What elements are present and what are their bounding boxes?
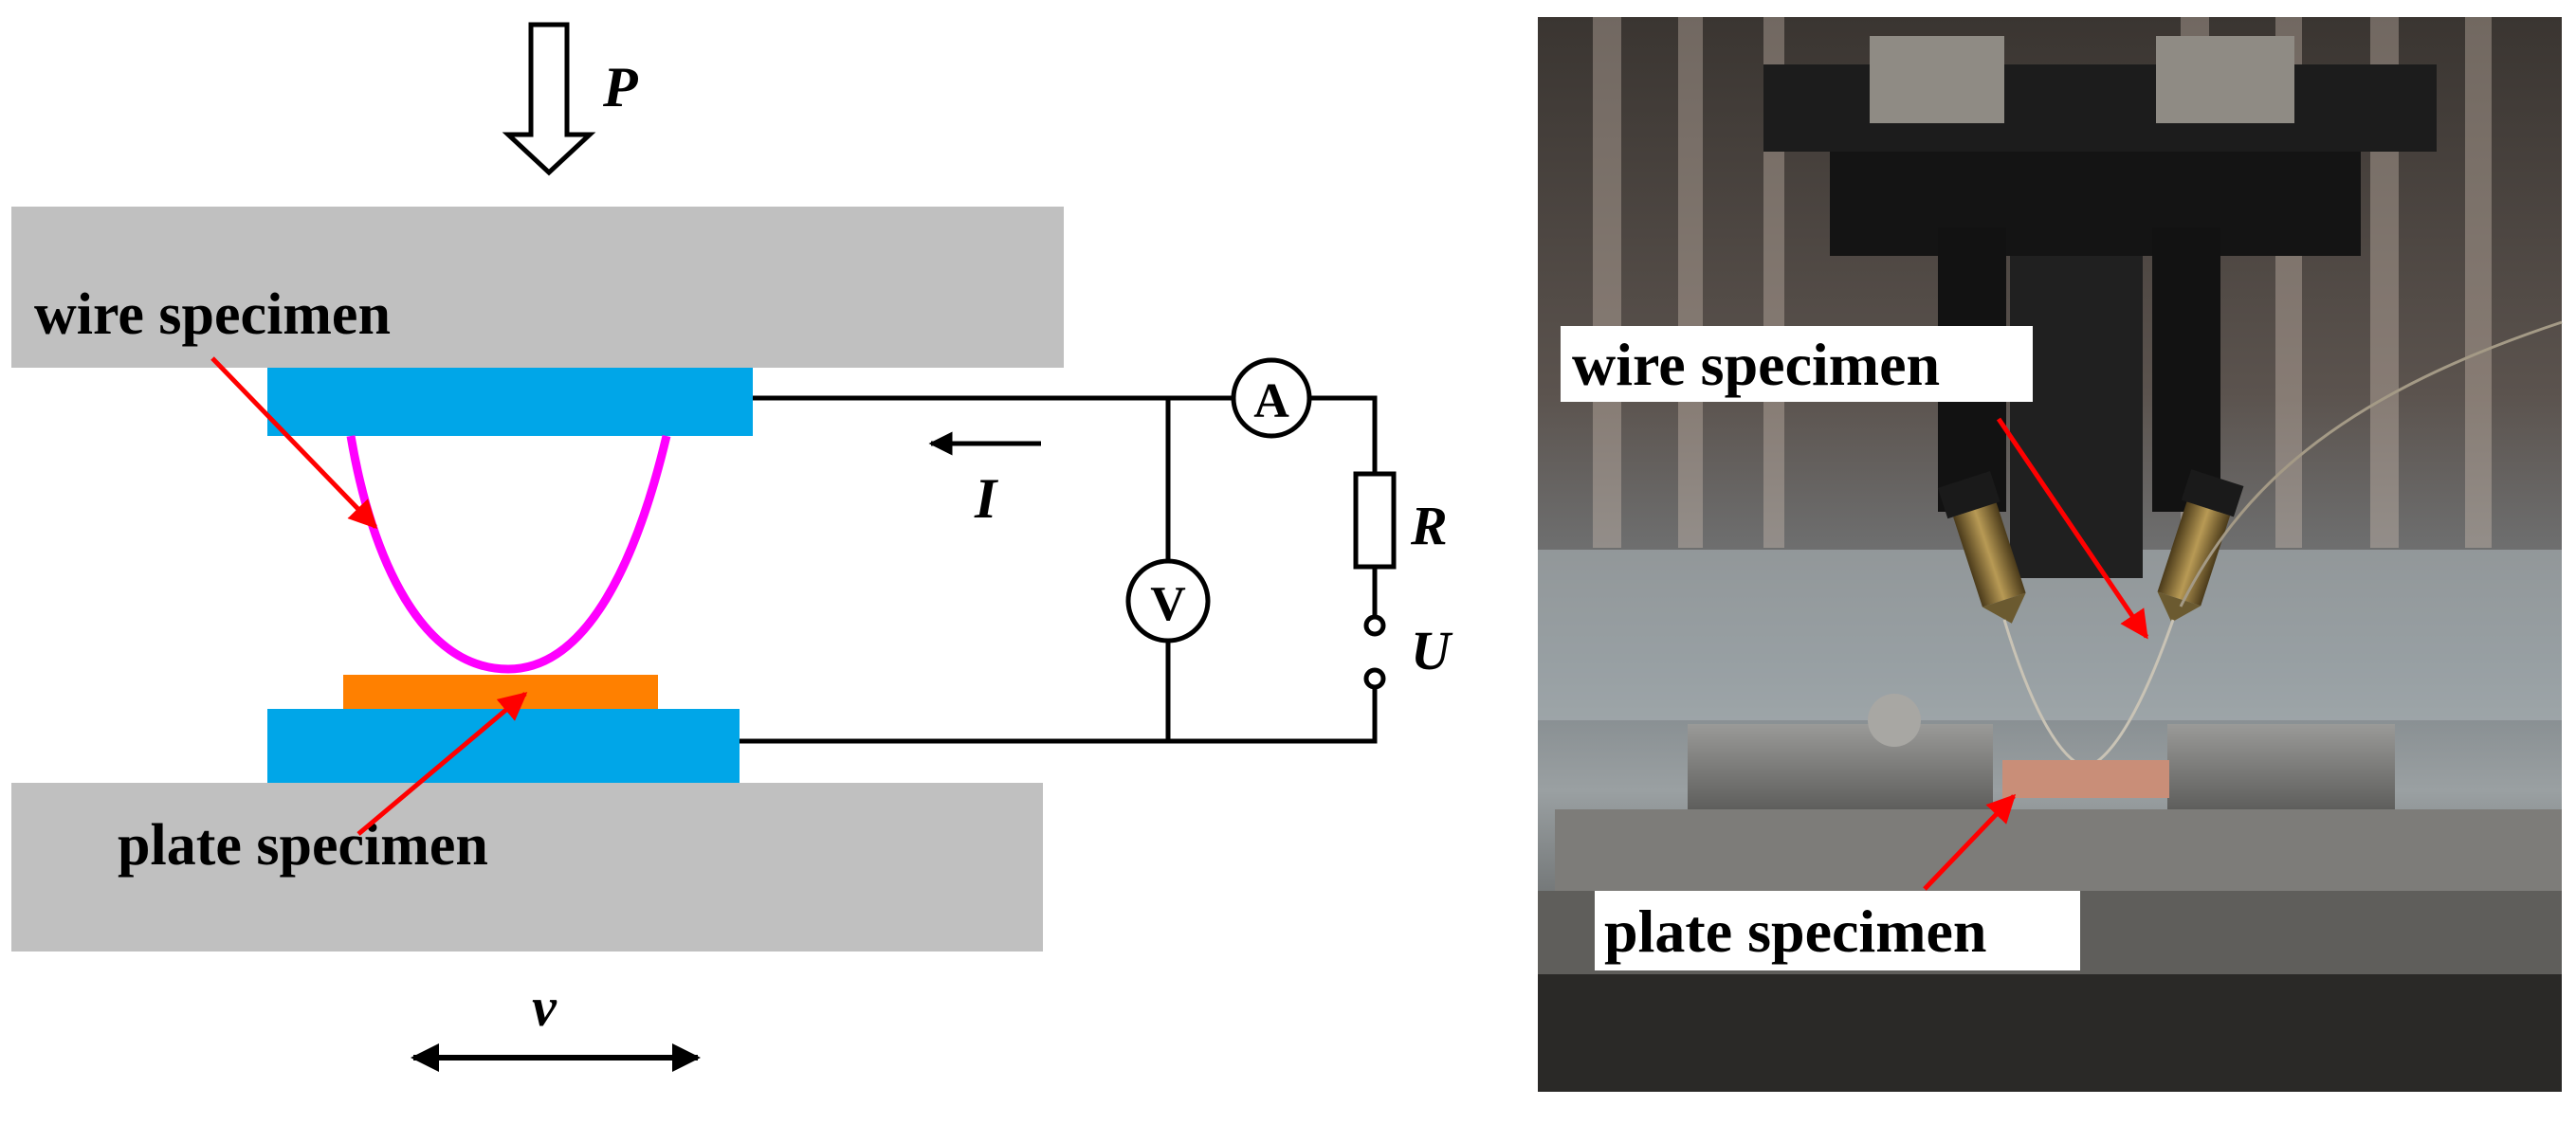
photograph: wire specimen plate specimen: [1538, 17, 2563, 1092]
plate-specimen: [343, 675, 658, 709]
photo-plate-label: plate specimen: [1604, 897, 1987, 965]
lower-platen: [11, 783, 1043, 952]
stage-middle: [1555, 809, 2562, 891]
upper-holder: [267, 368, 753, 436]
right-nozzle: [2157, 469, 2244, 623]
stage-base: [1538, 974, 2562, 1092]
clamp-knob: [1868, 694, 1921, 747]
lower-holder: [267, 709, 740, 783]
photo-wire-label-box: [1561, 326, 2033, 402]
photo-plate-label-box: [1595, 891, 2080, 970]
upper-mount: [1830, 152, 2361, 256]
plate-pointer-arrow: [356, 692, 528, 836]
photo-plate-pointer-arrow: [1923, 793, 2017, 891]
upper-crossbar: [1763, 64, 2437, 152]
plate-specimen-label: plate specimen: [118, 813, 488, 878]
left-nozzle: [1937, 470, 2026, 624]
right-clamp-block: [2156, 36, 2294, 123]
center-column: [2010, 256, 2143, 578]
right-arm: [2152, 227, 2220, 512]
schematic-diagram: P wire specimen plate specimen A: [11, 22, 1453, 1072]
stage-top-left: [1688, 724, 1993, 809]
photo-wire-pointer-arrow: [1996, 417, 2149, 640]
voltmeter-icon: [1125, 558, 1211, 644]
stage-top-right: [2167, 724, 2395, 809]
wire-specimen: [346, 434, 671, 674]
source-label: U: [1411, 620, 1453, 681]
voltmeter-symbol: V: [1150, 577, 1186, 631]
circuit: [740, 395, 1378, 744]
current-label: I: [974, 467, 999, 530]
photo-plate: [2002, 760, 2169, 798]
source-terminal-top: [1363, 614, 1386, 637]
wire-pointer-arrow: [210, 356, 378, 530]
ammeter-symbol: A: [1253, 374, 1289, 428]
ammeter-icon: [1231, 357, 1312, 439]
wire-specimen-label: wire specimen: [34, 282, 391, 347]
load-arrow: [502, 22, 596, 176]
left-clamp-block: [1870, 36, 2004, 123]
photo-lead-wire: [2179, 320, 2563, 607]
photo-wire-label: wire specimen: [1572, 331, 1940, 398]
resistor-label: R: [1410, 495, 1448, 556]
force-label: P: [602, 56, 639, 118]
velocity-label: v: [532, 976, 557, 1038]
source-terminal-bottom: [1363, 667, 1386, 690]
resistor-icon: [1353, 471, 1397, 570]
upper-platen: [11, 207, 1064, 368]
